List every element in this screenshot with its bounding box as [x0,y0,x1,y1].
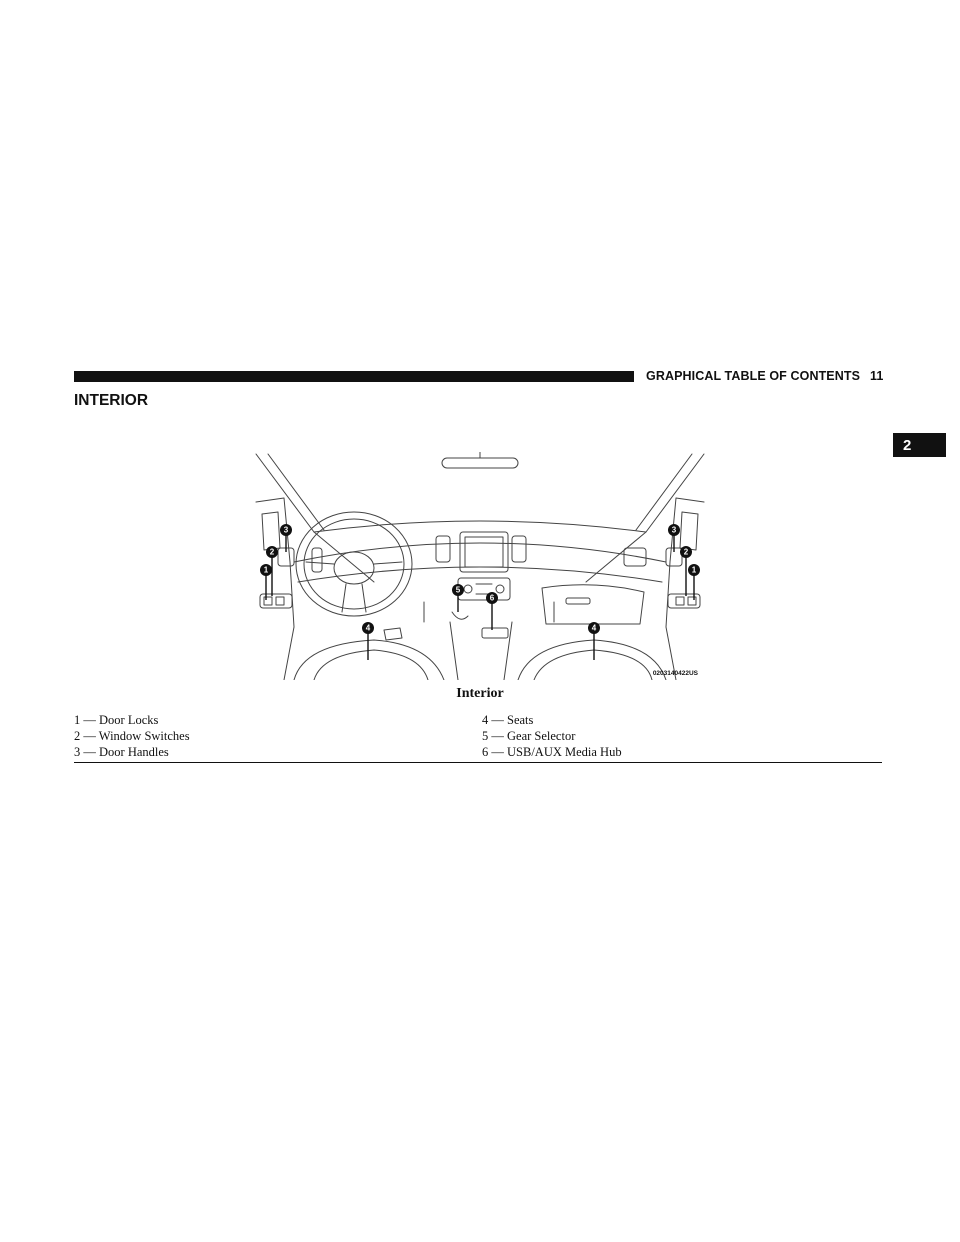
callout-1-left: 1 [264,566,269,575]
callout-4-right: 4 [592,624,597,633]
section-title: INTERIOR [74,392,149,409]
interior-illustration: 1 2 3 4 5 6 4 3 2 1 0203140422US [254,452,706,680]
callout-3-left: 3 [284,526,289,535]
legend-item: 4 — Seats [482,713,534,727]
figure-image-id: 0203140422US [652,670,698,677]
running-header: GRAPHICAL TABLE OF CONTENTS 11 [646,369,883,383]
chapter-tab[interactable]: 2 [893,433,946,457]
legend-column-left: 1 — Door Locks 2 — Window Switches 3 — D… [74,712,190,760]
legend-item: 5 — Gear Selector [482,729,576,743]
legend-rule [74,762,882,763]
legend-item: 2 — Window Switches [74,729,190,743]
callout-2-right: 2 [684,548,689,557]
callout-3-right: 3 [672,526,677,535]
figure-caption: Interior [456,686,504,701]
page-number: 11 [870,369,884,383]
interior-line-drawing: 1 2 3 4 5 6 4 3 2 1 [255,452,705,680]
callout-1-right: 1 [692,566,697,575]
legend-column-right: 4 — Seats 5 — Gear Selector 6 — USB/AUX … [482,712,622,760]
header-rule [74,371,634,382]
callout-4-left: 4 [366,624,371,633]
legend-item: 6 — USB/AUX Media Hub [482,745,622,759]
callout-5: 5 [456,586,461,595]
header-section: GRAPHICAL TABLE OF CONTENTS [646,369,861,383]
callout-2-left: 2 [270,548,275,557]
callout-6: 6 [490,594,495,603]
legend-item: 3 — Door Handles [74,745,169,759]
legend-item: 1 — Door Locks [74,713,159,727]
